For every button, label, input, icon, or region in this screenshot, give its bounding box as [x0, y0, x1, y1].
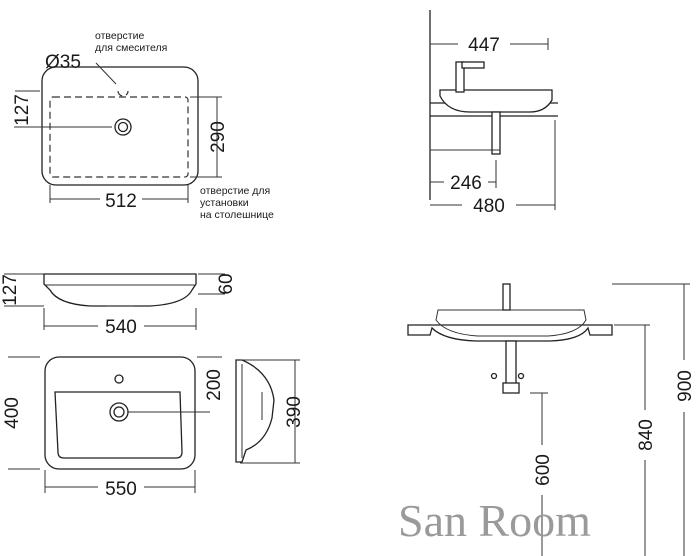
drain-offset-label: 246 — [450, 173, 482, 194]
front-view: 127 60 540 — [0, 273, 237, 338]
front-width-label: 540 — [105, 317, 137, 338]
profile-view: 390 — [235, 359, 305, 464]
side-width-label: 480 — [473, 196, 505, 217]
inner-width-label: 512 — [105, 191, 137, 212]
counter-height-label: 840 — [636, 419, 657, 451]
plan-view: 400 200 550 — [2, 356, 225, 500]
counter-hole-note-2: установки — [200, 197, 249, 209]
mixer-hole-note-1: отверстие — [95, 30, 144, 42]
counter-hole-note-3: на столешнице — [200, 209, 274, 221]
front-rim-label: 60 — [216, 273, 237, 294]
plan-depth-label: 400 — [2, 397, 23, 429]
side-view: 447 246 480 — [429, 10, 558, 217]
siphon-height-label: 600 — [533, 454, 554, 486]
plan-width-label: 550 — [105, 479, 137, 500]
install-view: 600 840 900 — [407, 283, 696, 556]
counter-hole-note-1: отверстие для — [200, 185, 270, 197]
mixer-hole-note-2: для смесителя — [95, 42, 167, 54]
profile-depth-label: 390 — [284, 396, 305, 428]
total-height-label: 900 — [675, 370, 696, 402]
hole-diameter-label: Ø35 — [45, 52, 81, 73]
top-view: Ø35 отверстие для смесителя 127 290 512 … — [12, 30, 274, 221]
watermark: San Room — [398, 495, 591, 546]
hole-offset-label: 200 — [204, 369, 225, 401]
front-height-label: 127 — [0, 274, 21, 306]
side-overall-label: 447 — [468, 35, 500, 56]
inner-depth-label: 290 — [208, 121, 229, 153]
top-depth-label: 127 — [12, 94, 33, 126]
